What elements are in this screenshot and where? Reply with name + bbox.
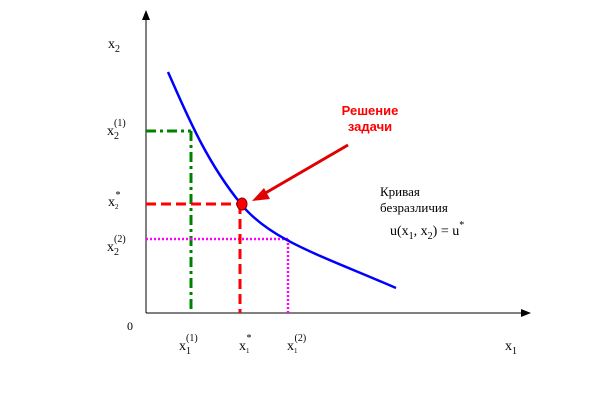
y-axis-label: x2: [108, 37, 120, 55]
point2-guides: [146, 237, 290, 313]
x-axis-arrowhead: [521, 309, 531, 317]
x-axis-label: x1: [505, 339, 517, 357]
solution-label-line2: задачи: [348, 119, 392, 134]
y-axis-arrowhead: [142, 10, 150, 20]
solution-arrow-shaft: [261, 143, 349, 197]
axes: [145, 16, 525, 314]
y-tick-x2-star: x2*: [108, 190, 121, 211]
y-tick-x2-1: x2(1): [107, 118, 126, 142]
curve-label-line1: Кривая: [380, 184, 420, 199]
optimum-point-marker: [236, 197, 248, 211]
curve-label-line2: безразличия: [380, 200, 448, 215]
solution-arrow-head: [252, 188, 270, 201]
utility-formula: u(x1, x2) = u*: [390, 220, 464, 242]
x-tick-x1-1: x1(1): [179, 333, 198, 357]
x-tick-x1-2: x1(2): [287, 333, 306, 355]
x-tick-x1-star: x1*: [239, 333, 252, 355]
point1-guides: [146, 129, 193, 313]
optimum-guides: [146, 202, 242, 313]
solution-label-line1: Решение: [342, 103, 399, 118]
origin-label: 0: [127, 319, 133, 333]
y-tick-x2-2: x2(2): [107, 234, 126, 258]
